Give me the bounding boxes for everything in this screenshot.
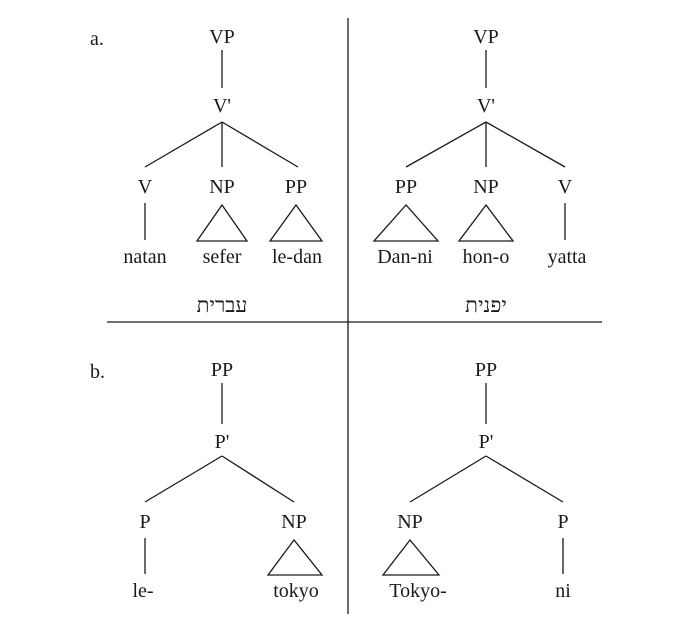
triangle-pp [268, 203, 324, 242]
edge [144, 121, 223, 168]
leaf-le-dan: le-dan [272, 246, 322, 268]
edge [485, 455, 564, 503]
node-pp: PP [285, 176, 307, 198]
leaf-dan-ni: Dan-ni [377, 246, 433, 268]
language-label-japanese: יפנית [465, 293, 507, 317]
node-vp-root: VP [473, 26, 499, 48]
node-v: V [138, 176, 153, 198]
edge [405, 121, 487, 168]
triangle-pp [372, 204, 440, 242]
node-np: NP [281, 511, 307, 533]
node-v: V [558, 176, 573, 198]
edge [485, 121, 566, 168]
node-vp-root: VP [209, 26, 235, 48]
leaf-ni: ni [555, 580, 571, 602]
node-v-bar: V' [213, 95, 231, 117]
node-np: NP [473, 176, 499, 198]
node-pp-root: PP [475, 359, 497, 381]
triangle-np [195, 203, 249, 242]
leaf-natan: natan [123, 246, 166, 268]
tree-a-japanese: VP V' PP NP V Dan-ni hon-o yatta יפנית [372, 26, 587, 317]
leaf-tokyo: Tokyo- [389, 580, 446, 602]
tree-a-hebrew: VP V' V NP PP natan sefer le-dan עברית [123, 26, 324, 317]
node-p: P [139, 511, 150, 533]
triangle-np [381, 538, 441, 576]
leaf-hon-o: hon-o [463, 246, 510, 268]
node-np: NP [209, 176, 235, 198]
panel-a-label: a. [90, 28, 104, 50]
triangle-np [457, 203, 515, 242]
edge [221, 455, 295, 503]
panel-b-label: b. [90, 361, 105, 383]
node-pp-root: PP [211, 359, 233, 381]
leaf-yatta: yatta [548, 246, 587, 268]
language-label-hebrew: עברית [197, 293, 248, 317]
node-pp: PP [395, 176, 417, 198]
edge [409, 455, 487, 503]
node-p-bar: P' [215, 431, 230, 453]
node-p-bar: P' [479, 431, 494, 453]
leaf-sefer: sefer [203, 246, 242, 268]
node-v-bar: V' [477, 95, 495, 117]
edge [144, 455, 223, 503]
tree-b-hebrew: PP P' P NP le- tokyo [132, 359, 324, 602]
tree-b-japanese: PP P' NP P Tokyo- ni [381, 359, 571, 602]
triangle-np [266, 538, 324, 576]
leaf-le: le- [132, 580, 153, 602]
node-p: P [557, 511, 568, 533]
edge [221, 121, 299, 168]
leaf-tokyo: tokyo [273, 580, 319, 602]
node-np: NP [397, 511, 423, 533]
